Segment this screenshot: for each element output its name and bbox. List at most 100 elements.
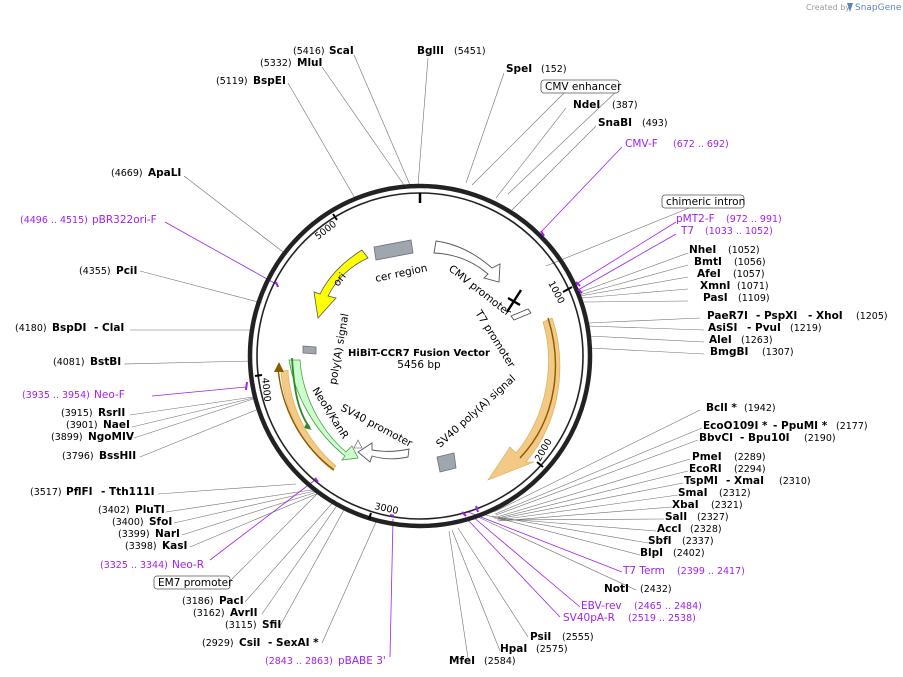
blpi-pos: (2402) [673, 548, 705, 559]
enzyme-alei: AleI [709, 334, 732, 346]
primer-t7term: T7 Term [622, 565, 665, 577]
primer-t7: T7 [680, 225, 694, 237]
enzyme-eco0109i: EcoO109I * [703, 420, 768, 432]
sali-pos: (2327) [697, 512, 729, 523]
primer-neof-pos: (3935 .. 3954) [22, 390, 90, 401]
sv40-promoter-arrow [357, 442, 410, 463]
primer-neor: Neo-R [172, 559, 204, 571]
alei-pos: (1263) [741, 335, 773, 346]
primer-pbr322: pBR322ori-F [92, 214, 157, 226]
bmgbi-pos: (1307) [762, 347, 794, 358]
sv40-polya-feature [436, 452, 457, 473]
ori-feature [313, 249, 369, 319]
leader-lines [123, 54, 705, 659]
clai-pos: (4180) [15, 323, 47, 334]
primer-pbr322-pos: (4496 .. 4515) [20, 215, 88, 226]
bglii-pos: (5451) [454, 46, 486, 57]
primer-lines [151, 146, 677, 658]
ecori-pos: (2294) [734, 464, 766, 475]
snabi-pos: (493) [642, 118, 668, 129]
primer-t7-pos: (1033 .. 1052) [705, 226, 773, 237]
pvui-pos: (1219) [790, 323, 822, 334]
xhoi-pos: (1205) [856, 311, 888, 322]
enzyme-bpu10i: - Bpu10I [740, 432, 790, 444]
enzyme-mlui: MluI [297, 57, 322, 69]
primer-sv40par: SV40pA-R [563, 612, 615, 624]
primer-pbabe3-pos: (2843 .. 2863) [265, 656, 333, 667]
enzyme-bstbi: BstBI [90, 356, 121, 368]
bsshii-pos: (3796) [62, 451, 94, 462]
enzyme-bsshii: BssHII [99, 450, 136, 462]
enzyme-pspxi: - PspXI [756, 310, 797, 322]
tick-label-1000: 1000 [545, 279, 566, 306]
polya-feature [302, 345, 317, 355]
enzyme-avrii: AvrII [230, 607, 258, 619]
xmni-pos: (1071) [737, 281, 769, 292]
t7-promoter-mark [505, 289, 532, 321]
scale-ticks [254, 213, 573, 520]
enzyme-nari: NarI [155, 528, 180, 540]
chimeric-intron-label: chimeric intron [666, 196, 745, 208]
tth111i-pos: (3517) [30, 487, 62, 498]
enzyme-ngomiv: NgoMIV [88, 431, 135, 443]
enzyme-xhoi: - XhoI [808, 310, 843, 322]
primer-pmt2f: pMT2-F [676, 213, 715, 225]
plasmid-name: HiBiT-CCR7 Fusion Vector [348, 348, 490, 359]
enzyme-noti: NotI [604, 583, 629, 595]
enzyme-nhei: NheI [689, 244, 716, 256]
enzyme-afei: AfeI [697, 268, 721, 280]
enzyme-sfii: SfiI [262, 619, 281, 631]
primer-pbabe3: pBABE 3' [338, 655, 386, 667]
enzyme-snabi: SnaBI [598, 117, 632, 129]
enzyme-ndei: NdeI [573, 99, 600, 111]
t7-promoter-label: T7 promoter [472, 307, 518, 370]
enzyme-pasi: PasI [703, 292, 728, 304]
enzyme-xbai: XbaI [672, 499, 699, 511]
primer-cmvf-pos: (672 .. 692) [673, 139, 729, 150]
enzyme-pvui: - PvuI [747, 322, 781, 334]
sfii-pos: (3115) [225, 620, 257, 631]
enzyme-ecori: EcoRI [689, 463, 722, 475]
nhei-pos: (1052) [728, 245, 760, 256]
primer-t7term-pos: (2399 .. 2417) [677, 566, 745, 577]
enzyme-xmai: - XmaI [726, 475, 764, 487]
bcli-pos: (1942) [744, 403, 776, 414]
cer-region-feature [373, 239, 414, 261]
sv40-polya-label: SV40 poly(A) signal [434, 373, 518, 451]
acci-pos: (2328) [690, 524, 722, 535]
enzyme-asisi: AsiSI [708, 322, 737, 334]
bmti-pos: (1056) [734, 257, 766, 268]
credit-created-by: Created by [806, 3, 850, 12]
pasi-pos: (1109) [738, 293, 770, 304]
psii-pos: (2555) [562, 632, 594, 643]
bspei-pos: (5119) [216, 76, 248, 87]
cmv-promoter-arrow [433, 240, 501, 283]
sbfi-pos: (2337) [682, 536, 714, 547]
enzyme-psii: PsiI [530, 631, 551, 643]
enzyme-blpi: BlpI [640, 547, 663, 559]
enzyme-bmgbi: BmgBI [710, 346, 748, 358]
credit-brand: SnapGene [855, 3, 902, 13]
enzyme-pcii: PciI [116, 265, 137, 277]
enzyme-ppumi: - PpuMI * [773, 420, 828, 432]
enzyme-bglii: BglII [417, 45, 444, 57]
pcii-pos: (4355) [79, 266, 111, 277]
enzyme-bcli: BclI * [706, 402, 737, 414]
ngomiv-pos: (3899) [51, 432, 83, 443]
primer-ebvrev-pos: (2465 .. 2484) [634, 601, 702, 612]
noti-pos: (2432) [640, 584, 672, 595]
enzyme-spei: SpeI [506, 63, 532, 75]
enzyme-rsrii: RsrII [98, 407, 125, 419]
enzyme-tspmi: TspMI [684, 475, 718, 487]
enzyme-bspei: BspEI [253, 75, 286, 87]
kasi-pos: (3398) [125, 541, 157, 552]
enzyme-sbfi: SbfI [648, 535, 672, 547]
nari-pos: (3399) [118, 529, 150, 540]
snapgene-logo-icon [847, 3, 853, 12]
enzyme-tth111i: - Tth111I [101, 486, 155, 498]
tick-label-3000: 3000 [373, 501, 399, 517]
neo-feature [288, 359, 359, 461]
primer-cmvf: CMV-F [625, 138, 658, 150]
pluti-pos: (3402) [98, 505, 130, 516]
